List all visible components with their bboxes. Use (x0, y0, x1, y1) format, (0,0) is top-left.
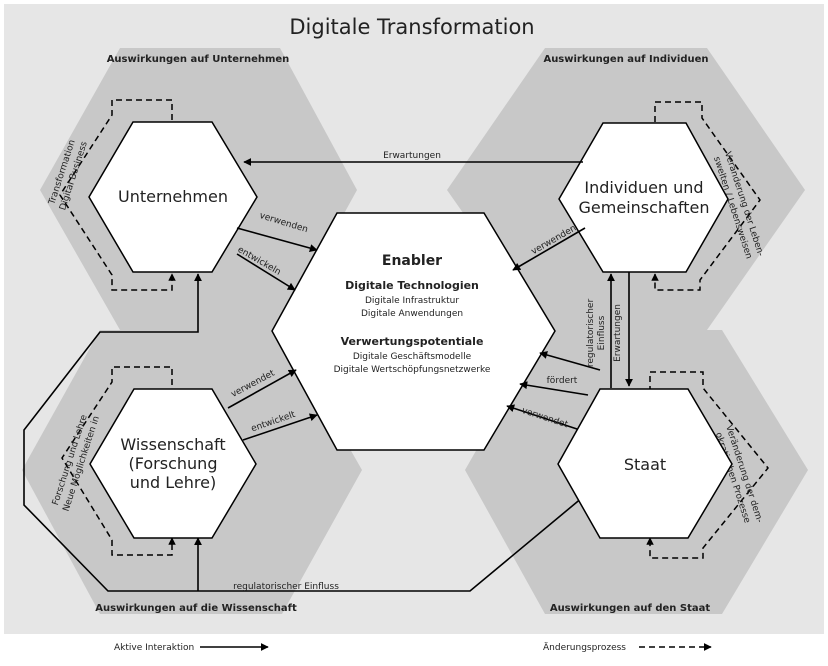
edge-individuen-verwenden (512, 227, 586, 271)
process-staat-loop (646, 371, 769, 559)
enabler-section1-title: Digitale Technologien (345, 279, 479, 292)
enabler-section2-title: Verwertungspotentiale (341, 335, 484, 348)
process-individuen-loop (651, 101, 761, 291)
enabler-section1-item: Digitale Infrastruktur (365, 296, 459, 306)
region-label-individuen: Auswirkungen auf Individuen (543, 54, 708, 65)
edge-label-erwartungen-vertical: Erwartungen (613, 304, 623, 362)
edge-unternehmen-verwenden (236, 227, 318, 252)
node-label-wissenschaft-1: Wissenschaft (120, 435, 225, 454)
node-label-individuen-2: Gemeinschaften (579, 198, 710, 217)
node-unternehmen (88, 121, 258, 273)
edge-unternehmen-entwickeln (236, 253, 296, 291)
node-label-wissenschaft-3: und Lehre) (130, 473, 216, 492)
edge-staat-foerdert (519, 381, 589, 396)
process-unternehmen-loop (59, 99, 176, 291)
edge-staat-einfluss (539, 351, 601, 371)
node-label-unternehmen: Unternehmen (118, 187, 228, 206)
region-label-staat: Auswirkungen auf den Staat (550, 603, 711, 614)
edge-label-reg-einfluss: regulatorischer Einfluss (586, 299, 607, 368)
node-staat (557, 388, 733, 539)
node-label-wissenschaft-2: (Forschung (129, 454, 218, 473)
enabler-section1-item: Digitale Anwendungen (361, 309, 463, 319)
edge-label-s-foerdert: fördert (547, 376, 578, 386)
region-label-wissenschaft: Auswirkungen auf die Wissenschaft (95, 603, 297, 614)
edge-staat-verwendet (506, 404, 578, 430)
node-enabler (271, 212, 556, 451)
enabler-title: Enabler (382, 253, 442, 269)
edge-wissenschaft-entwickelt (242, 413, 318, 441)
svg-text:Einfluss: Einfluss (597, 315, 607, 350)
edge-staat-regulatory-outer (23, 273, 584, 592)
edge-label-erwartungen-top: Erwartungen (383, 151, 441, 161)
node-wissenschaft (89, 388, 257, 539)
edge-label-reg-bottom: regulatorischer Einfluss (233, 582, 339, 592)
legend-change-label: Änderungsprozess (543, 642, 626, 653)
edge-wissenschaft-verwendet (227, 369, 297, 409)
process-wissenschaft-loop (61, 366, 176, 556)
node-label-staat: Staat (624, 455, 666, 474)
legend-active-label: Aktive Interaktion (114, 643, 194, 653)
region-label-unternehmen: Auswirkungen auf Unternehmen (107, 54, 290, 65)
enabler-section2-item: Digitale Geschäftsmodelle (353, 352, 472, 362)
node-individuen (558, 122, 729, 273)
page-title: Digitale Transformation (289, 15, 534, 39)
node-label-individuen-1: Individuen und (584, 178, 703, 197)
enabler-section2-item: Digitale Wertschöpfungsnetzwerke (334, 365, 491, 375)
svg-text:regulatorischer: regulatorischer (586, 299, 596, 368)
